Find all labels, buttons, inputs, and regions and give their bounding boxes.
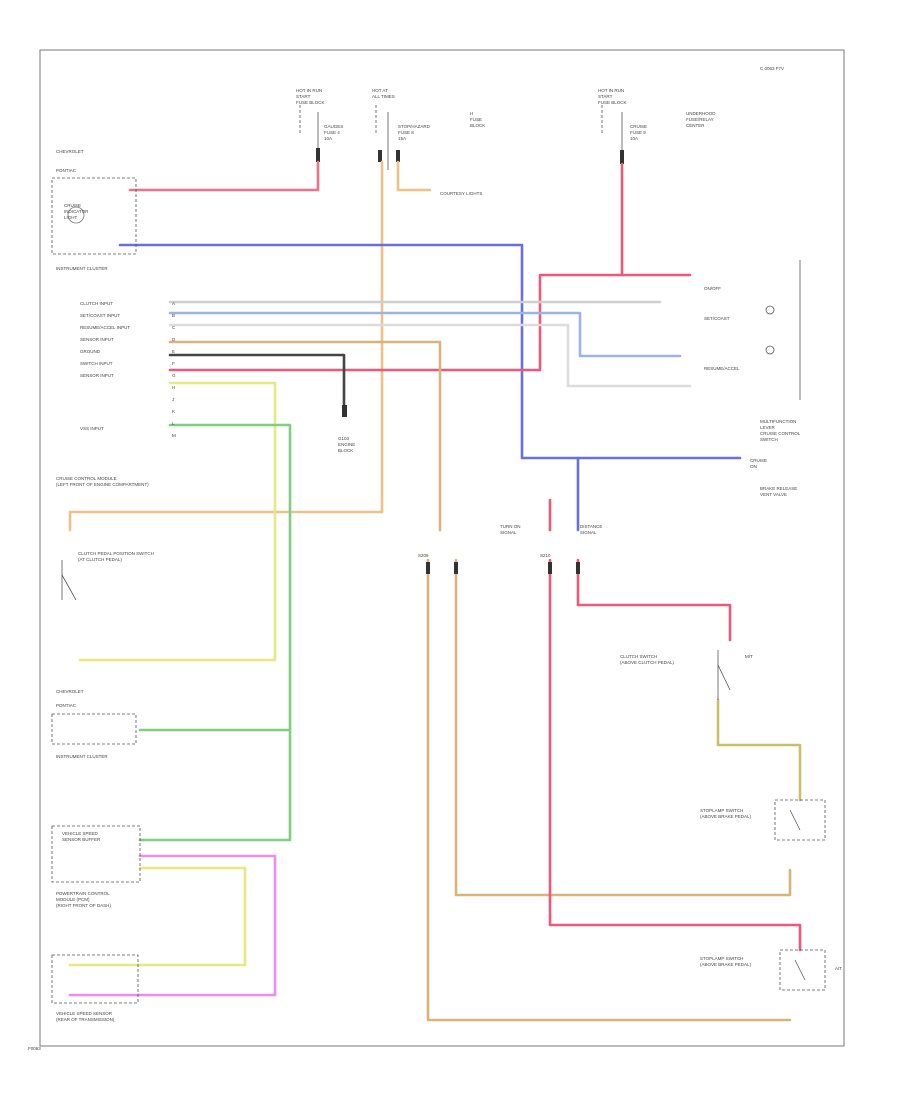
- chevrolet-label-2: CHEVROLET: [56, 689, 84, 694]
- clutch-switch-label: CLUTCH SWITCH(ABOVE CLUTCH PEDAL): [620, 654, 675, 665]
- wire-yellow-lower: [68, 866, 247, 967]
- vehicle-speed-sensor: VEHICLE SPEED SENSOR(REAR OF TRANSMISSIO…: [51, 954, 139, 1022]
- cruise-module-label: CRUISE CONTROL MODULE(LEFT FRONT OF ENGI…: [56, 476, 149, 487]
- pontiac-label-1: PONTIAC: [56, 168, 77, 173]
- cruise-control-module: CLUTCH INPUT SET/COAST INPUT RESUME/ACCE…: [56, 301, 149, 487]
- diagram-frame: [39, 49, 845, 1047]
- module-pin-k: K: [172, 409, 175, 414]
- module-pin-b: B: [172, 313, 175, 318]
- pin-name-k: VSS INPUT: [80, 426, 104, 431]
- clutch-pedal-label: CLUTCH PEDAL POSITION SWITCH(AT CLUTCH P…: [78, 551, 154, 562]
- vss-label: VEHICLE SPEED SENSOR(REAR OF TRANSMISSIO…: [56, 1011, 115, 1022]
- pin-name-c: RESUME/ACCEL INPUT: [80, 325, 130, 330]
- clutch-pedal-switch: CLUTCH PEDAL POSITION SWITCH(AT CLUTCH P…: [61, 551, 154, 601]
- mt-label: M/T: [745, 654, 753, 659]
- module-pin-f: F: [172, 361, 175, 366]
- module-pins: A B C D E F G H J K L M: [172, 301, 176, 438]
- at-label: A/T: [835, 966, 842, 971]
- set-coast-label: SET/COAST: [704, 316, 730, 321]
- pin-name-g: SENSOR INPUT: [80, 373, 114, 378]
- resume-accel-label: RESUME/ACCEL: [704, 366, 740, 371]
- stoplamp-label-2: STOPLAMP SWITCH(ABOVE BRAKE PEDAL): [700, 956, 752, 967]
- wire-gray-resume: [168, 323, 692, 388]
- module-pin-e: E: [172, 349, 175, 354]
- pontiac-label-2: PONTIAC: [56, 703, 77, 708]
- s210-label: S210: [540, 553, 551, 558]
- stoplamp-switch-2: STOPLAMP SWITCH(ABOVE BRAKE PEDAL) A/T: [700, 949, 842, 991]
- module-pin-j: J: [172, 397, 174, 402]
- module-pin-m: M: [172, 433, 176, 438]
- module-pin-c: C: [172, 325, 176, 330]
- pin-name-e: GROUND: [80, 349, 101, 354]
- instrument-cluster-bottom: CHEVROLET PONTIAC INSTRUMENT CLUSTER: [51, 689, 137, 759]
- wire-tan-stop: [68, 160, 384, 532]
- on-off-label: ON/OFF: [704, 286, 721, 291]
- module-pin-d: D: [172, 337, 176, 342]
- pin-name-d: SENSOR INPUT: [80, 337, 114, 342]
- wire-ground: [168, 353, 346, 412]
- wire-pink-cruise: [168, 162, 624, 372]
- splices: S209 S210: [418, 553, 580, 574]
- wire-pink-s210-left: [548, 558, 802, 952]
- wire-green-vss: [138, 423, 292, 842]
- stoplamp-switch-1: STOPLAMP SWITCH(ABOVE BRAKE PEDAL): [700, 799, 826, 841]
- module-pin-h: H: [172, 385, 175, 390]
- wire-blue-setcoast: [168, 311, 682, 358]
- wire-orange-courtesy: [396, 160, 432, 192]
- instrument-cluster-label-1: INSTRUMENT CLUSTER: [56, 266, 108, 271]
- module-pin-l: L: [172, 421, 175, 426]
- page-code: C 0063 F7V: [760, 66, 784, 71]
- wire-yellow-sensor: [78, 381, 277, 662]
- module-pin-a: A: [172, 301, 175, 306]
- module-pin-g: G: [172, 373, 176, 378]
- wire-tan-s209-right: [454, 558, 792, 897]
- footer-code: F0063: [28, 1046, 41, 1051]
- pin-name-b: SET/COAST INPUT: [80, 313, 120, 318]
- chevrolet-label-1: CHEVROLET: [56, 149, 84, 154]
- wire-blue-indicator: [118, 243, 742, 460]
- wire-pink-gauges: [128, 160, 320, 192]
- clutch-switch: CLUTCH SWITCH(ABOVE CLUTCH PEDAL) M/T: [620, 650, 753, 700]
- s209-label: S209: [418, 553, 429, 558]
- pin-name-f: SWITCH INPUT: [80, 361, 113, 366]
- courtesy-lights-label: COURTESY LIGHTS: [440, 191, 482, 196]
- instrument-cluster-label-2: INSTRUMENT CLUSTER: [56, 754, 108, 759]
- pin-name-a: CLUTCH INPUT: [80, 301, 113, 306]
- multifunction-switch: SET/COAST RESUME/ACCEL ON/OFF MULTIFUNCT…: [704, 260, 801, 469]
- stoplamp-label-1: STOPLAMP SWITCH(ABOVE BRAKE PEDAL): [700, 808, 752, 819]
- wire-tan-sensor: [168, 340, 442, 532]
- wire-olive-stoplamp: [716, 698, 802, 802]
- wire-pink-s210-right: [576, 558, 732, 642]
- wire-tan-s209-left: [426, 558, 792, 1022]
- wire-magenta: [68, 854, 277, 997]
